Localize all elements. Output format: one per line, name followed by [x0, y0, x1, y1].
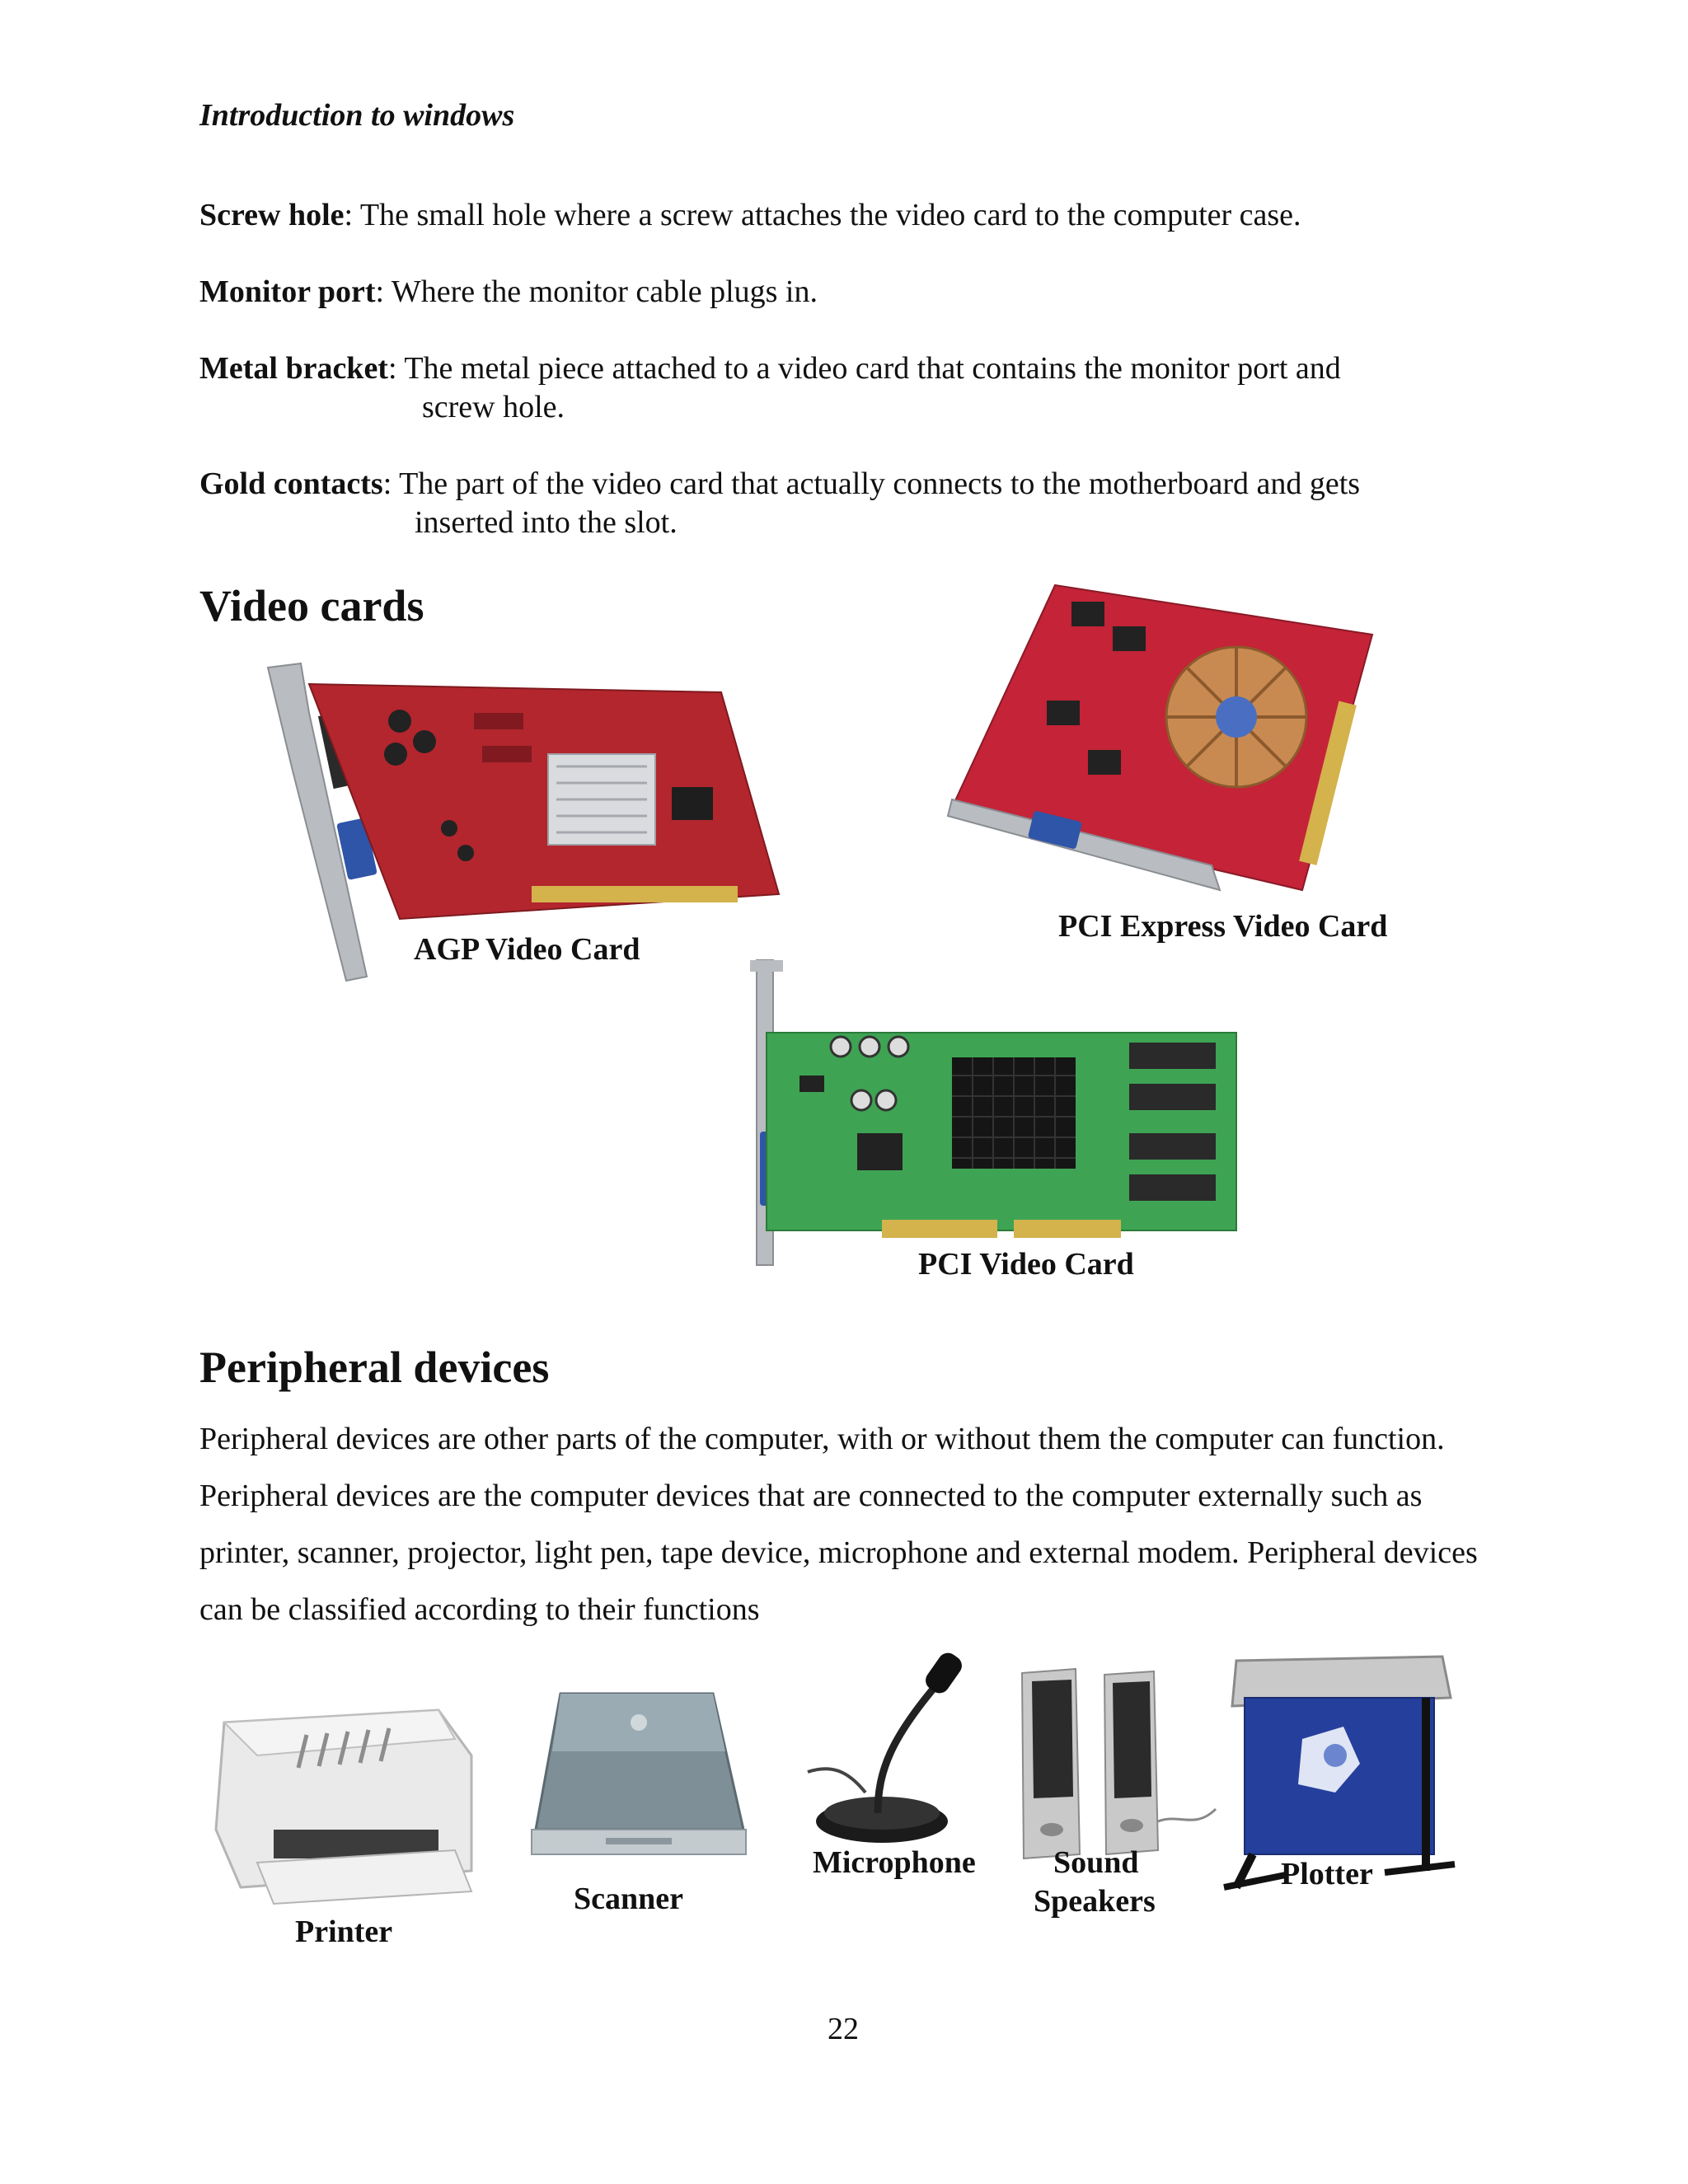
pci-express-video-card-image	[946, 583, 1374, 892]
caption-printer: Printer	[295, 1915, 393, 1949]
definition-text: : The metal piece attached to a video ca…	[387, 351, 1341, 386]
pci-video-card-image	[750, 959, 1237, 1266]
definition-term: Monitor port	[199, 274, 376, 309]
plotter-image	[1223, 1655, 1456, 1891]
microphone-image	[807, 1652, 962, 1843]
printer-image	[214, 1708, 473, 1905]
caption-scanner: Scanner	[574, 1882, 683, 1916]
caption-pci-express-video-card: PCI Express Video Card	[1058, 909, 1388, 944]
definition-term: Gold contacts	[199, 466, 383, 501]
sound-speakers-image	[1020, 1667, 1217, 1860]
definition-metal-bracket: Metal bracket: The metal piece attached …	[199, 349, 1469, 427]
definition-text: : The part of the video card that actual…	[382, 466, 1361, 501]
definition-screw-hole: Screw hole: The small hole where a screw…	[199, 196, 1469, 235]
caption-agp-video-card: AGP Video Card	[414, 932, 640, 967]
section-heading-video-cards: Video cards	[199, 581, 424, 630]
agp-video-card-image	[266, 662, 781, 982]
running-head: Introduction to windows	[199, 98, 515, 133]
caption-speakers: Speakers	[1034, 1884, 1156, 1919]
caption-microphone: Microphone	[813, 1845, 976, 1880]
peripheral-devices-paragraph: Peripheral devices are other parts of th…	[199, 1422, 1478, 1627]
caption-plotter: Plotter	[1281, 1857, 1373, 1891]
page-number: 22	[828, 2012, 859, 2046]
definition-text: : Where the monitor cable plugs in.	[375, 274, 818, 309]
section-heading-peripheral-devices: Peripheral devices	[199, 1343, 550, 1392]
caption-sound: Sound	[1053, 1845, 1139, 1880]
scanner-image	[531, 1692, 747, 1855]
definition-continuation: screw hole.	[422, 390, 565, 424]
definition-term: Metal bracket	[199, 351, 388, 386]
definition-gold-contacts: Gold contacts: The part of the video car…	[199, 465, 1469, 542]
definition-text: : The small hole where a screw attaches …	[344, 198, 1301, 232]
definition-monitor-port: Monitor port: Where the monitor cable pl…	[199, 273, 1469, 312]
caption-pci-video-card: PCI Video Card	[918, 1247, 1134, 1282]
definition-continuation: inserted into the slot.	[415, 505, 678, 540]
definition-term: Screw hole	[199, 198, 345, 232]
